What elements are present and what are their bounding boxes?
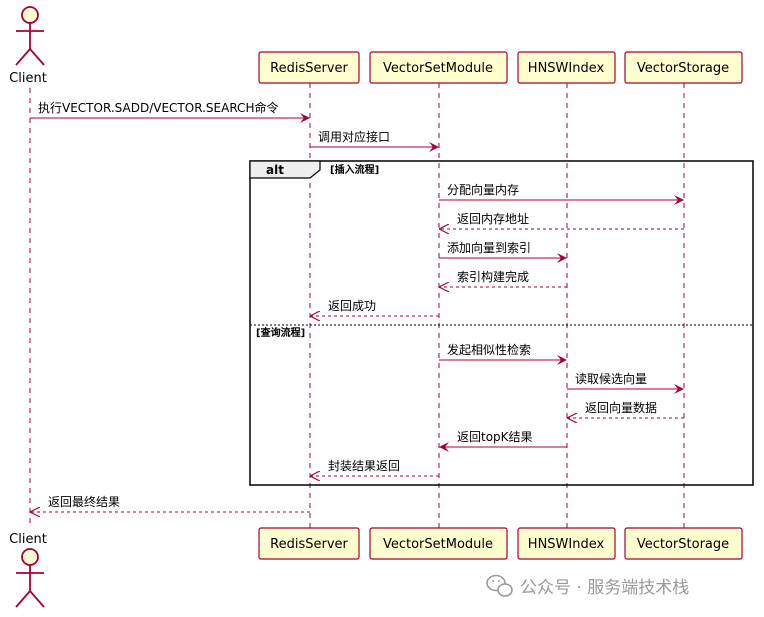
- wechat-icon: [486, 574, 513, 597]
- storage-box-top[interactable]: [624, 51, 743, 84]
- storage-label-bottom: VectorStorage: [637, 537, 729, 552]
- lifelines: [29, 83, 685, 528]
- message-label-12: 封装结果返回: [328, 459, 400, 473]
- message-label-10: 返回向量数据: [585, 400, 657, 415]
- message-label-2: 调用对应接口: [318, 129, 390, 144]
- client-label-bottom: Client: [9, 532, 47, 547]
- client-actor-bottom[interactable]: Client: [9, 532, 47, 608]
- alt-frame: [249, 160, 754, 486]
- module-box-top[interactable]: [369, 51, 508, 84]
- module-box-bottom[interactable]: [369, 527, 508, 560]
- stick-figure-icon: [15, 6, 45, 66]
- redis-box-bottom[interactable]: [258, 527, 360, 560]
- participants-bottom: RedisServer VectorSetModule HNSWIndex Ve…: [258, 527, 743, 560]
- hnsw-label-bottom: HNSWIndex: [528, 537, 605, 552]
- message-label-1: 执行VECTOR.SADD/VECTOR.SEARCH命令: [38, 100, 278, 115]
- hnsw-box-top[interactable]: [517, 51, 616, 84]
- hnsw-label-top: HNSWIndex: [528, 61, 605, 76]
- redis-box-top[interactable]: [258, 51, 360, 84]
- alt-fragment: alt [插入流程] [查询流程]: [249, 160, 754, 486]
- watermark: 公众号 · 服务端技术栈: [486, 574, 689, 598]
- participants-top: RedisServer VectorSetModule HNSWIndex Ve…: [258, 51, 743, 84]
- messages: 执行VECTOR.SADD/VECTOR.SEARCH命令调用对应接口分配向量内…: [30, 100, 684, 512]
- stick-figure-icon: [15, 548, 45, 608]
- alt-keyword: alt: [266, 163, 284, 177]
- client-label-top: Client: [9, 71, 47, 86]
- message-label-4: 返回内存地址: [457, 212, 529, 226]
- alt-guard-insert: [插入流程]: [330, 163, 379, 176]
- module-label-top: VectorSetModule: [383, 61, 493, 76]
- redis-label-bottom: RedisServer: [270, 537, 348, 552]
- hnsw-box-bottom[interactable]: [517, 527, 616, 560]
- message-label-8: 发起相似性检索: [447, 342, 531, 357]
- message-label-7: 返回成功: [328, 299, 376, 313]
- alt-tab: [249, 160, 321, 179]
- storage-box-bottom[interactable]: [624, 527, 743, 560]
- redis-label-top: RedisServer: [270, 61, 348, 76]
- message-label-3: 分配向量内存: [447, 182, 519, 197]
- storage-label-top: VectorStorage: [637, 61, 729, 76]
- watermark-text: 公众号 · 服务端技术栈: [520, 578, 689, 598]
- message-label-6: 索引构建完成: [457, 269, 529, 284]
- message-label-9: 读取候选向量: [575, 371, 647, 386]
- message-label-5: 添加向量到索引: [447, 240, 531, 255]
- alt-guard-query: [查询流程]: [256, 326, 305, 339]
- message-label-11: 返回topK结果: [457, 430, 533, 444]
- module-label-bottom: VectorSetModule: [383, 537, 493, 552]
- message-label-13: 返回最终结果: [48, 494, 120, 509]
- client-actor-top[interactable]: Client: [9, 6, 47, 86]
